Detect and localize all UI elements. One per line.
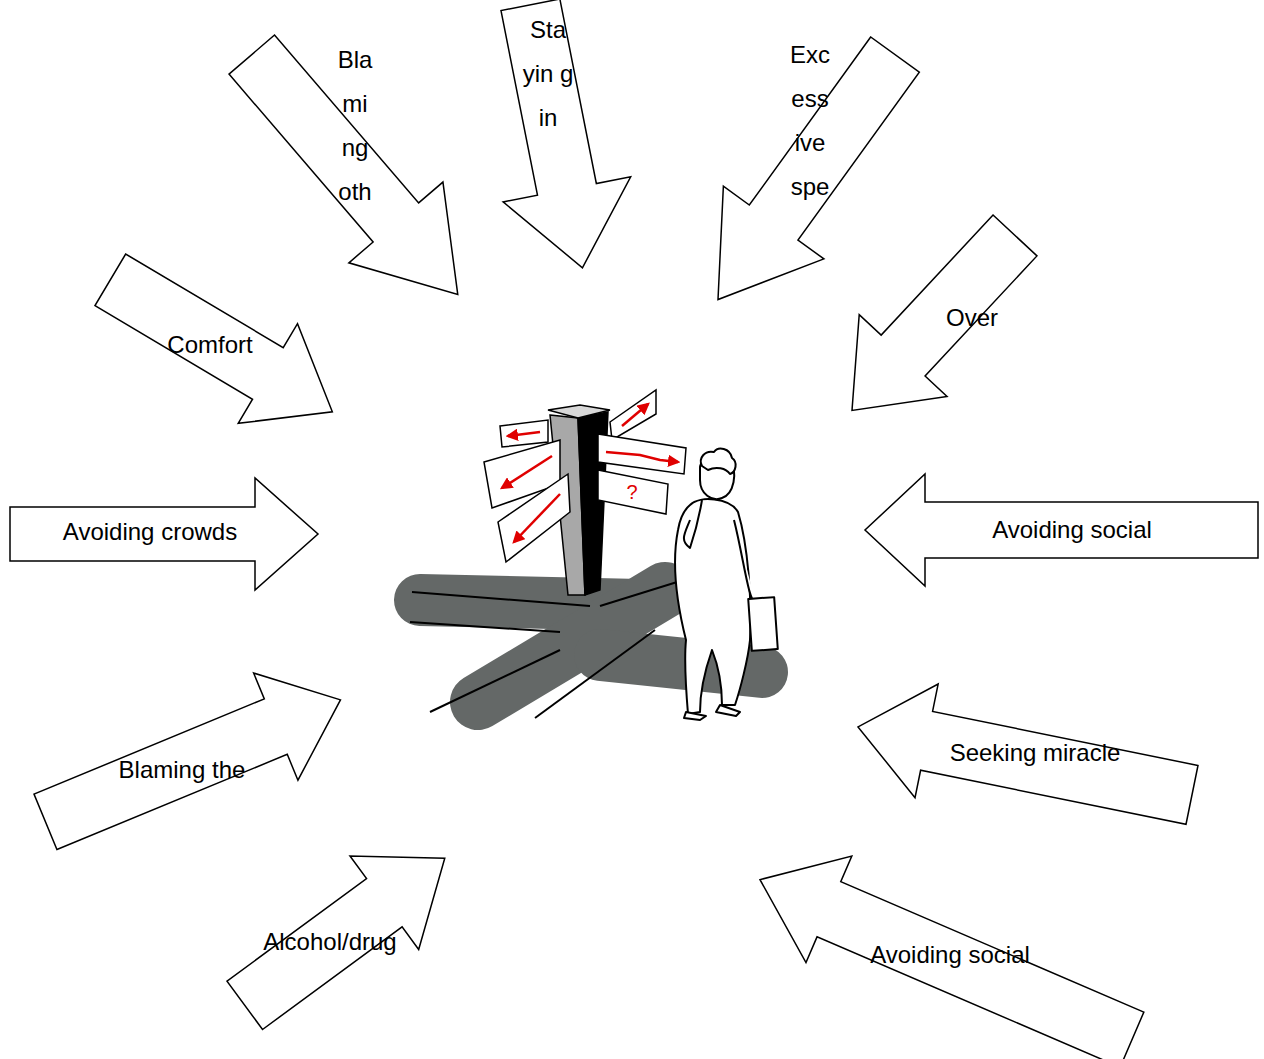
signpost — [484, 390, 686, 595]
block-arrow: Bla mi ng oth — [227, 33, 460, 297]
block-arrow: Alcohol/drug — [225, 854, 447, 1031]
arrow-shape — [10, 478, 318, 590]
arrow-shape — [34, 673, 340, 850]
arrow-shape — [760, 856, 1144, 1059]
arrow-label: Exc ess ive spe — [784, 33, 836, 209]
arrow-shape — [229, 35, 458, 295]
block-arrow: Blaming the — [32, 671, 342, 852]
block-arrow: Seeking miracle — [856, 682, 1200, 826]
arrow-label: Avoiding crowds — [63, 518, 237, 546]
thinking-man — [675, 449, 778, 720]
road-lines — [410, 578, 690, 718]
arrow-label: Seeking miracle — [950, 739, 1121, 767]
arrow-shape — [852, 215, 1037, 410]
arrow-shape — [865, 474, 1258, 586]
arrow-shape — [858, 684, 1198, 824]
block-arrow: Comfort — [93, 252, 334, 425]
block-arrow: Over — [850, 213, 1039, 412]
arrow-outline — [716, 35, 921, 302]
arrow-label: Alcohol/drug — [263, 928, 396, 956]
arrow-shape — [501, 0, 631, 268]
block-arrow: Avoiding social — [758, 854, 1146, 1059]
sign-arrows — [502, 404, 678, 542]
block-arrow: Avoiding crowds — [8, 476, 320, 592]
arrow-label: Blaming the — [119, 756, 246, 784]
block-arrow: Exc ess ive spe — [716, 35, 921, 302]
arrow-shape — [95, 254, 332, 423]
arrow-label: Avoiding social — [992, 516, 1152, 544]
block-arrow: Sta yin g in — [499, 0, 633, 270]
arrow-shape — [227, 856, 445, 1029]
arrow-label: Sta yin g in — [522, 8, 574, 140]
arrow-shape — [718, 37, 919, 300]
arrow-outline — [850, 213, 1039, 412]
sign-symbol: ? — [626, 481, 637, 504]
arrow-label: Over — [946, 304, 998, 332]
block-arrow: Avoiding social — [863, 472, 1260, 588]
arrow-label: Comfort — [167, 331, 252, 359]
arrow-label: Bla mi ng oth — [329, 38, 381, 214]
arrow-label: Avoiding social — [870, 941, 1030, 969]
